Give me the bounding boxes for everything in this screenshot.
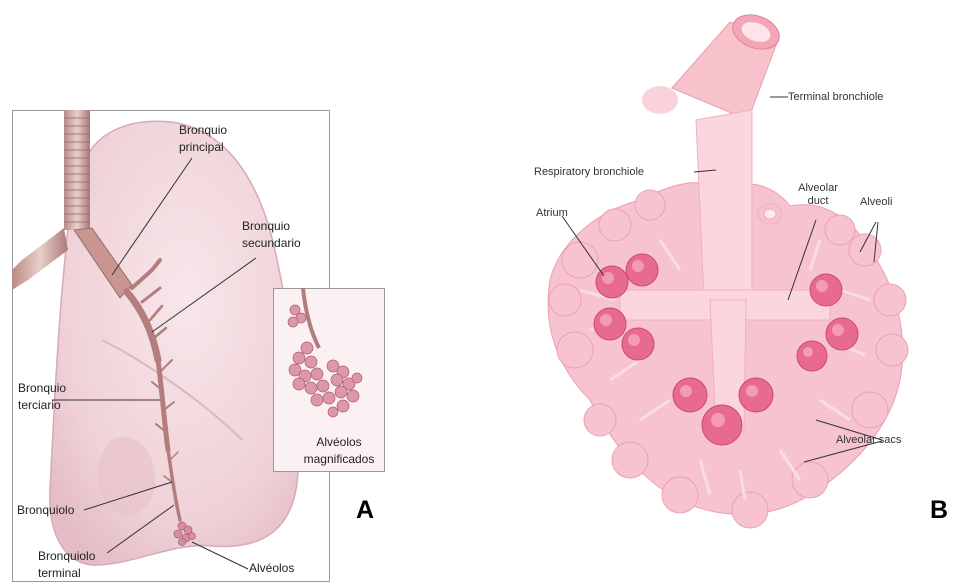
label-alveolar-duct: Alveolar duct	[792, 182, 844, 208]
label-line: Bronquio	[179, 122, 227, 139]
label-bronquiolo: Bronquiolo	[17, 502, 74, 519]
inset-magnified-alveoli: Alvéolos magnificados	[273, 288, 385, 472]
label-alveoli: Alveoli	[860, 196, 892, 209]
label-bronquio-terciario: Bronquio terciario	[18, 380, 66, 414]
label-line: duct	[792, 195, 844, 208]
terminal-bronchiole	[642, 9, 784, 120]
panel-letter-a: A	[356, 496, 374, 525]
label-line: Bronquio	[242, 218, 301, 235]
label-respiratory-bronchiole: Respiratory bronchiole	[534, 166, 644, 179]
label-line: secundario	[242, 235, 301, 252]
label-line: Alveolar	[792, 182, 844, 195]
label-line: Bronquiolo	[38, 548, 95, 565]
label-atrium: Atrium	[536, 207, 568, 220]
label-bronquio-principal: Bronquio principal	[179, 122, 227, 156]
label-line: terminal	[38, 565, 95, 582]
trachea	[64, 110, 90, 230]
panel-b-alveolar-diagram: Terminal bronchiole Respiratory bronchio…	[520, 0, 954, 588]
label-line: Bronquio	[18, 380, 66, 397]
label-bronquio-secundario: Bronquio secundario	[242, 218, 301, 252]
label-terminal-bronchiole: Terminal bronchiole	[788, 91, 883, 104]
alveolar-drawing	[520, 0, 954, 588]
label-alveolos: Alvéolos	[249, 560, 294, 577]
label-line: magnificados	[295, 451, 383, 468]
label-line: Alvéolos	[295, 434, 383, 451]
panel-letter-b: B	[930, 496, 948, 525]
label-alveolar-sacs: Alveolar sacs	[836, 434, 901, 447]
label-line: principal	[179, 139, 227, 156]
label-bronquiolo-terminal: Bronquiolo terminal	[38, 548, 95, 582]
inset-caption: Alvéolos magnificados	[295, 434, 383, 468]
label-line: terciario	[18, 397, 66, 414]
